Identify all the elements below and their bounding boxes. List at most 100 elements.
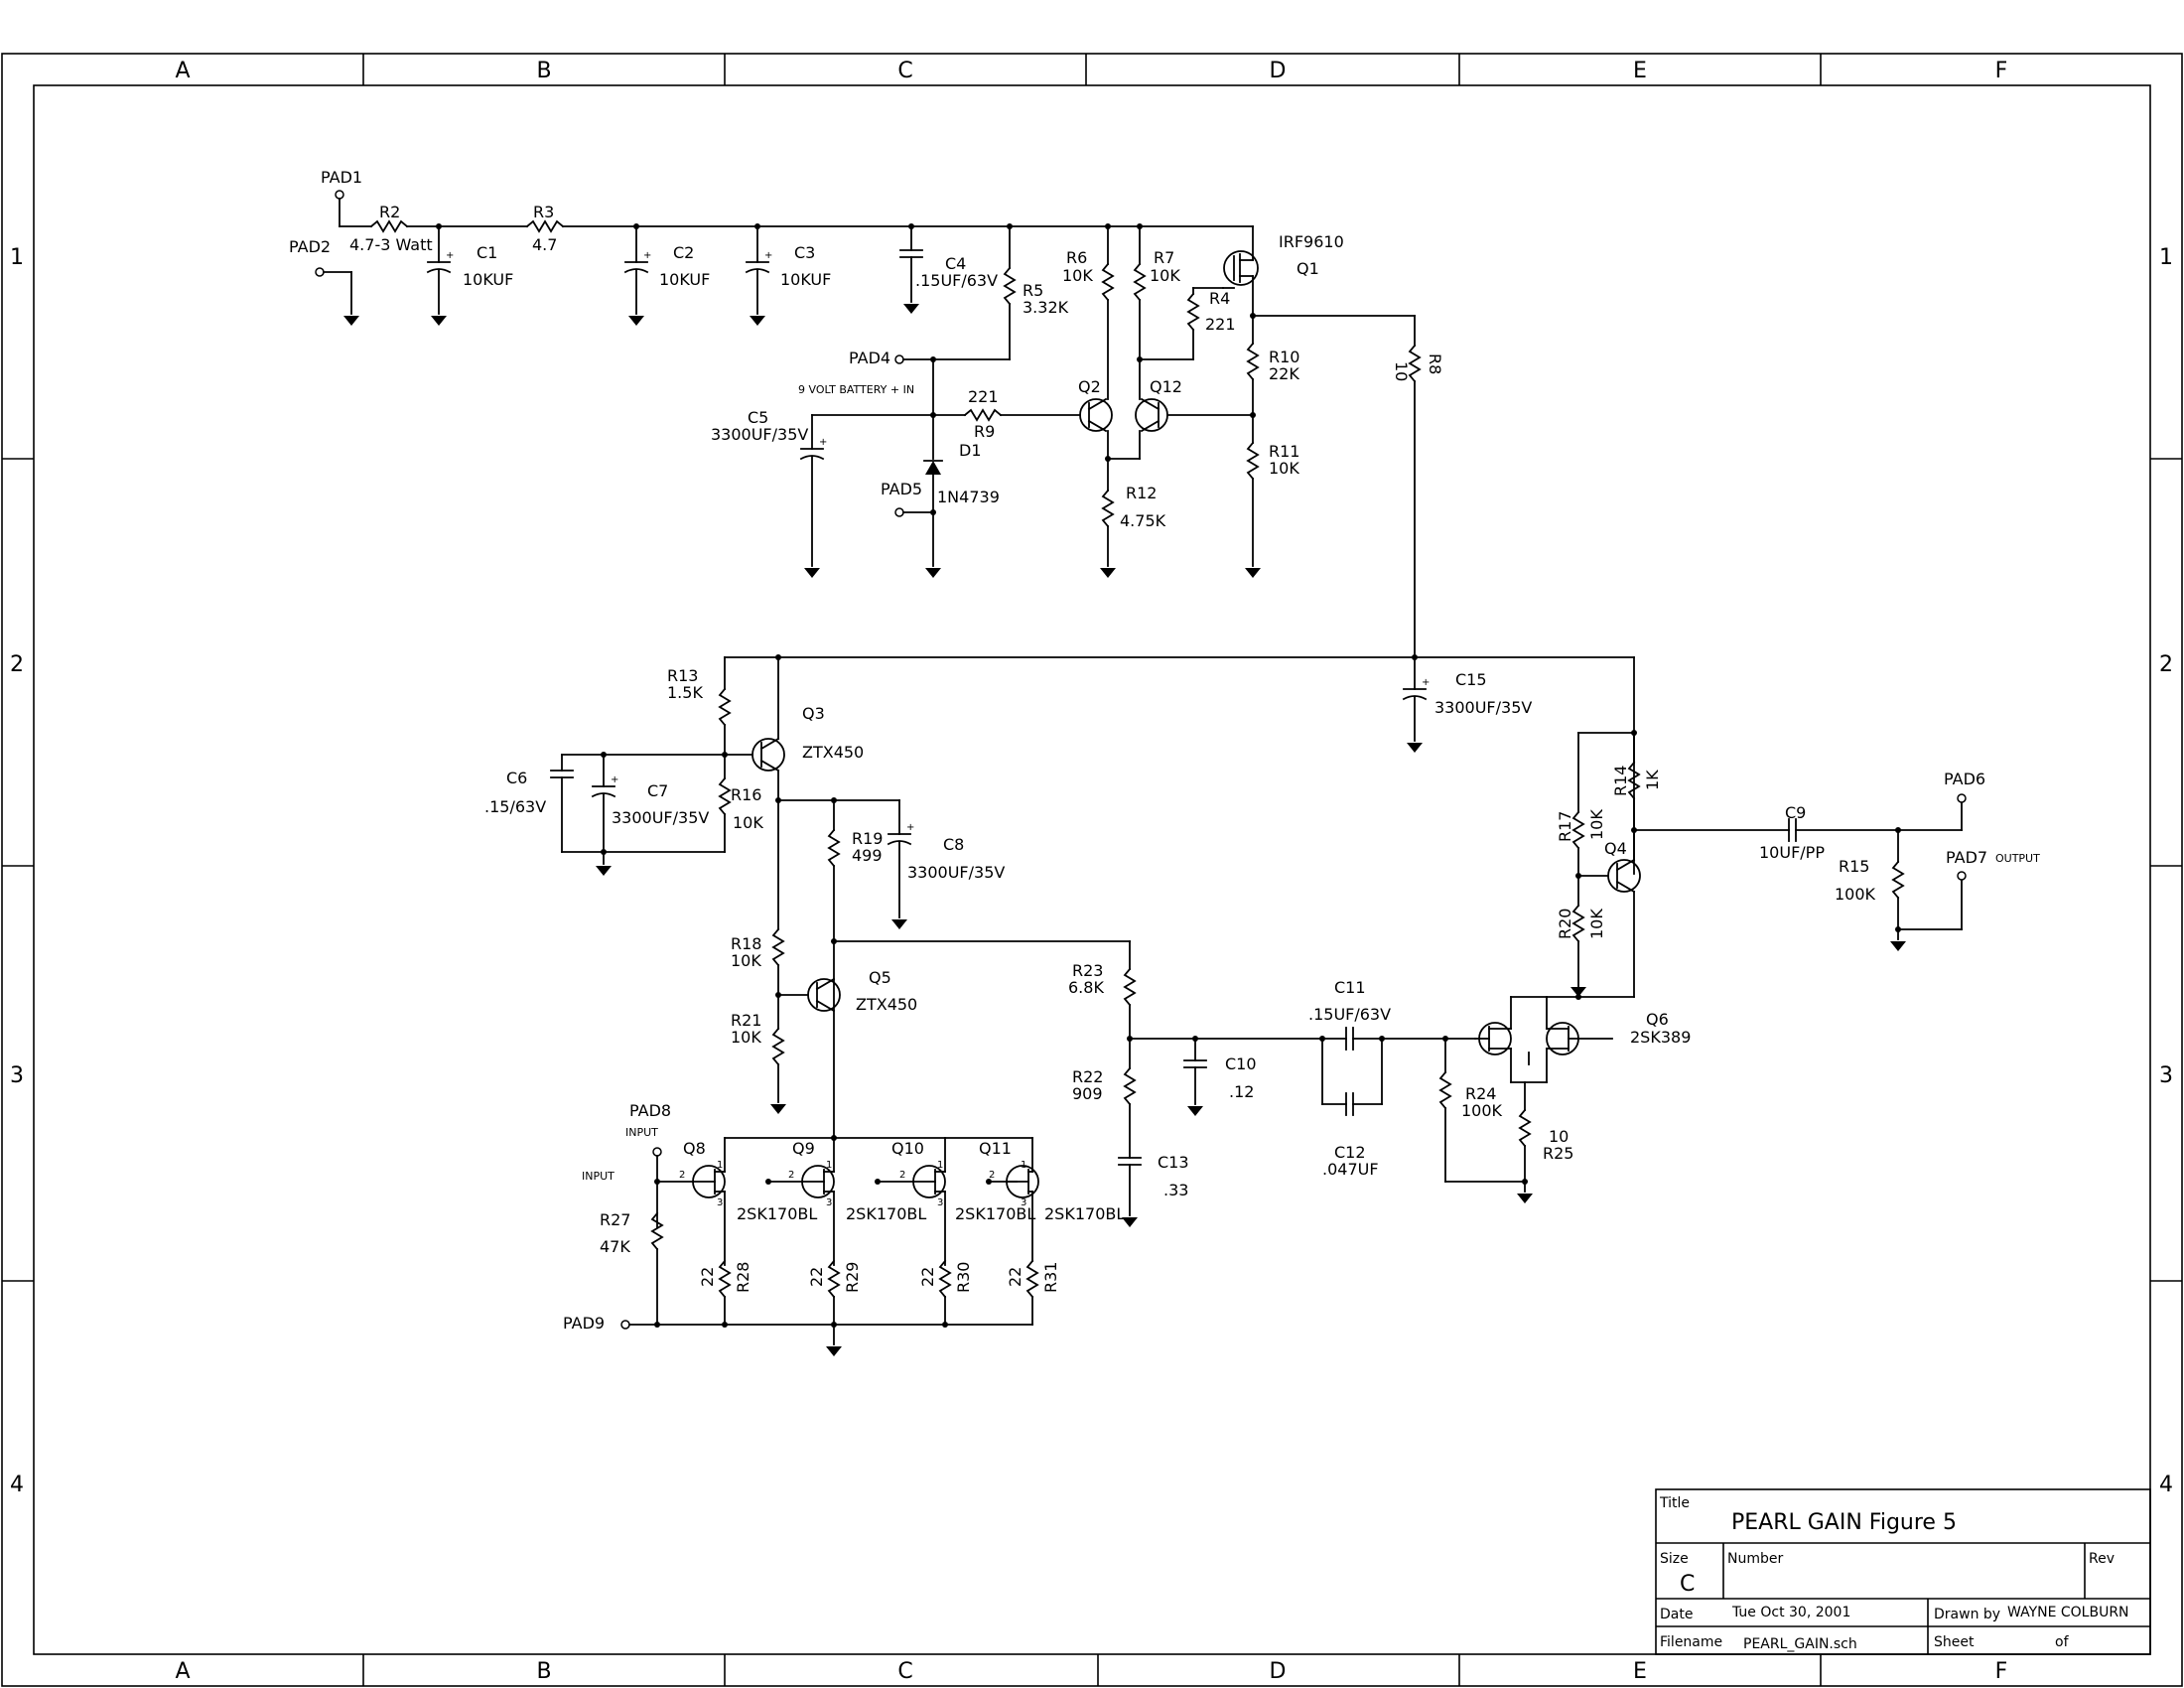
zone-col-c: C xyxy=(897,59,912,83)
zone-col-d-bottom: D xyxy=(1270,1659,1287,1684)
q10-pin1: 1 xyxy=(937,1160,943,1171)
r15-label: R15 xyxy=(1839,857,1869,876)
q11-label: Q11 xyxy=(979,1139,1012,1158)
c2-capacitor xyxy=(624,249,653,273)
r18-label: R18 xyxy=(731,934,761,953)
c11-capacitor xyxy=(1345,1027,1354,1051)
drawn-by-value: WAYNE COLBURN xyxy=(2007,1605,2129,1620)
c8-value: 3300UF/35V xyxy=(907,863,1005,882)
r16-resistor xyxy=(719,777,731,815)
ground-symbol xyxy=(343,316,359,326)
drawn-by-label: Drawn by xyxy=(1934,1607,2000,1622)
rev-label: Rev xyxy=(2089,1551,2115,1567)
c8-capacitor xyxy=(887,821,916,845)
filter-network-section: R23 6.8K R22 909 C13 .33 C10 .12 C11 .15… xyxy=(833,940,1446,1227)
r29-value: 22 xyxy=(807,1267,826,1287)
r10-label: R10 xyxy=(1269,348,1299,366)
r11-label: R11 xyxy=(1269,442,1299,461)
q2-label: Q2 xyxy=(1078,377,1101,396)
r12-label: R12 xyxy=(1126,484,1157,502)
c6-capacitor xyxy=(550,770,574,778)
r18-resistor xyxy=(772,928,784,966)
r18-value: 10K xyxy=(731,951,761,970)
pad8-label: PAD8 xyxy=(629,1101,671,1120)
r17-resistor xyxy=(1572,811,1584,849)
c15-label: C15 xyxy=(1455,670,1487,689)
c12-value: .047UF xyxy=(1322,1160,1379,1179)
r24-resistor xyxy=(1439,1071,1451,1109)
r30-label: R30 xyxy=(954,1262,973,1293)
r10-resistor xyxy=(1247,343,1259,380)
r4-resistor xyxy=(1187,293,1199,331)
c7-capacitor xyxy=(592,774,620,797)
d1-label: D1 xyxy=(959,441,982,460)
r21-label: R21 xyxy=(731,1011,761,1030)
q9-jfet xyxy=(801,1165,835,1198)
power-supply-section: PAD1 R2 4.7-3 Watt R3 4.7 PAD2 C1 10KUF … xyxy=(289,168,1444,658)
pad7-terminal xyxy=(1957,871,1967,881)
c15-capacitor xyxy=(1403,676,1432,700)
zone-row-3: 3 xyxy=(10,1063,24,1088)
input-note: INPUT xyxy=(625,1126,658,1139)
c13-label: C13 xyxy=(1158,1153,1189,1172)
zone-row-4-right: 4 xyxy=(2159,1473,2173,1497)
r11-value: 10K xyxy=(1269,459,1299,478)
q8-label: Q8 xyxy=(683,1139,706,1158)
c13-value: .33 xyxy=(1163,1181,1188,1199)
q9-label: Q9 xyxy=(792,1139,815,1158)
c1-label: C1 xyxy=(477,243,497,262)
r25-label: R25 xyxy=(1543,1144,1573,1163)
r22-value: 909 xyxy=(1072,1084,1103,1103)
title-block: Title PEARL GAIN Figure 5 Size C Number … xyxy=(1655,1488,2151,1655)
title-label: Title xyxy=(1659,1495,1690,1511)
q11-pin2: 2 xyxy=(989,1170,995,1181)
q11-pin3: 3 xyxy=(1021,1197,1026,1208)
pad6-label: PAD6 xyxy=(1944,770,1985,788)
c5-value: 3300UF/35V xyxy=(711,425,808,444)
r14-label: R14 xyxy=(1611,766,1630,796)
c11-value: .15UF/63V xyxy=(1308,1005,1391,1024)
c7-value: 3300UF/35V xyxy=(612,808,709,827)
r7-value: 10K xyxy=(1150,266,1180,285)
r3-value: 4.7 xyxy=(532,235,557,254)
q6-label: Q6 xyxy=(1646,1010,1669,1029)
q10-pin3: 3 xyxy=(937,1197,943,1208)
q10-part: 2SK170BL xyxy=(955,1204,1035,1223)
zone-col-c-bottom: C xyxy=(897,1659,912,1684)
pad5-label: PAD5 xyxy=(881,480,922,498)
zone-row-4: 4 xyxy=(10,1473,24,1497)
pad9-label: PAD9 xyxy=(563,1314,605,1333)
r2-label: R2 xyxy=(379,203,400,221)
r2-resistor xyxy=(370,220,408,232)
regulator-section: C15 3300UF/35V R13 1.5K Q3 ZTX450 C6 .15… xyxy=(484,654,1635,1139)
r17-value: 10K xyxy=(1587,809,1606,840)
r20-value: 10K xyxy=(1587,909,1606,939)
r5-value: 3.32K xyxy=(1023,298,1069,317)
c10-value: .12 xyxy=(1229,1082,1254,1101)
r8-value: 10 xyxy=(1392,361,1411,381)
r31-label: R31 xyxy=(1041,1262,1060,1293)
q5-transistor xyxy=(807,977,841,1013)
pad4-terminal xyxy=(894,354,904,364)
q12-transistor xyxy=(1135,397,1168,433)
r5-resistor xyxy=(1004,267,1016,305)
r13-label: R13 xyxy=(667,666,698,685)
c8-label: C8 xyxy=(943,835,964,854)
r19-resistor xyxy=(828,829,840,867)
zone-row-2-right: 2 xyxy=(2159,652,2173,677)
number-label: Number xyxy=(1727,1551,1783,1567)
c3-value: 10KUF xyxy=(780,270,831,289)
r12-value: 4.75K xyxy=(1120,511,1166,530)
r6-value: 10K xyxy=(1062,266,1093,285)
r9-label: R9 xyxy=(974,422,995,441)
c1-value: 10KUF xyxy=(463,270,513,289)
r19-value: 499 xyxy=(852,846,883,865)
c13-capacitor xyxy=(1118,1157,1142,1166)
d1-zener-diode xyxy=(925,461,941,475)
q11-part: 2SK170BL xyxy=(1044,1204,1125,1223)
zone-col-f: F xyxy=(1995,59,2008,83)
r5-label: R5 xyxy=(1023,281,1043,300)
output-stage-section: R24 100K Q6 2SK389 10 xyxy=(1439,656,2040,1203)
zone-col-b: B xyxy=(536,59,551,83)
r21-resistor xyxy=(772,1028,784,1065)
